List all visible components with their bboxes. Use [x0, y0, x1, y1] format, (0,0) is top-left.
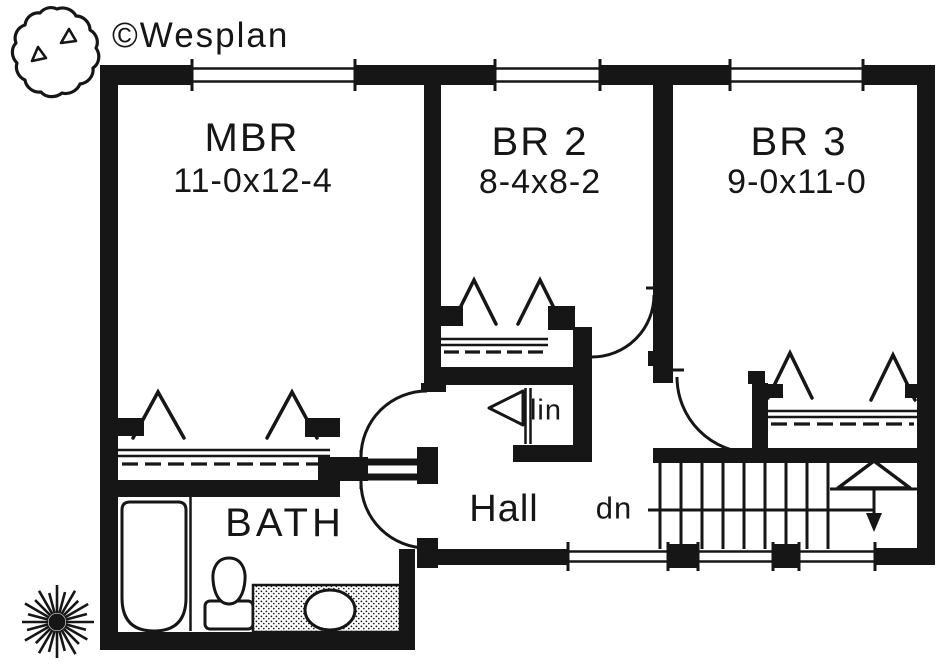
shrub-starburst-icon — [22, 585, 94, 658]
room-label-br3: BR 3 — [750, 120, 848, 164]
room-label-mbr: MBR — [204, 116, 300, 160]
interior-walls — [318, 85, 935, 568]
exterior-walls — [100, 65, 935, 650]
clothes-hanger-icon — [766, 349, 917, 402]
closet-mbr — [118, 388, 340, 497]
linen-arrow-icon — [487, 389, 525, 427]
stairs — [658, 463, 830, 549]
room-label-bath: BATH — [225, 501, 345, 545]
room-dims-mbr: 11-0x12-4 — [173, 162, 333, 200]
window — [190, 59, 877, 571]
door-br3 — [670, 368, 754, 455]
door-mbr — [359, 389, 428, 472]
toilet — [203, 556, 255, 631]
closet-br2 — [424, 276, 575, 385]
room-label-linen: lin — [529, 394, 563, 427]
room-label-hall: Hall — [469, 488, 539, 530]
clothes-hanger-icon — [450, 276, 564, 326]
closet-br3 — [748, 349, 921, 451]
sink — [303, 588, 357, 632]
door-br2 — [591, 286, 660, 359]
stair-direction-arrow — [648, 459, 918, 532]
tree-canopy-icon — [10, 6, 101, 99]
bathtub — [120, 497, 192, 633]
room-dims-br3: 9-0x11-0 — [727, 163, 867, 201]
door-bath — [359, 467, 428, 550]
vanity-counter — [251, 583, 402, 634]
clothes-hanger-icon — [131, 388, 319, 440]
room-dims-br2: 8-4x8-2 — [478, 163, 602, 201]
stairs-down-label: dn — [595, 490, 633, 526]
copyright-text: ©Wesplan — [112, 16, 290, 55]
closet-linen — [487, 327, 592, 462]
room-label-br2: BR 2 — [491, 120, 589, 164]
